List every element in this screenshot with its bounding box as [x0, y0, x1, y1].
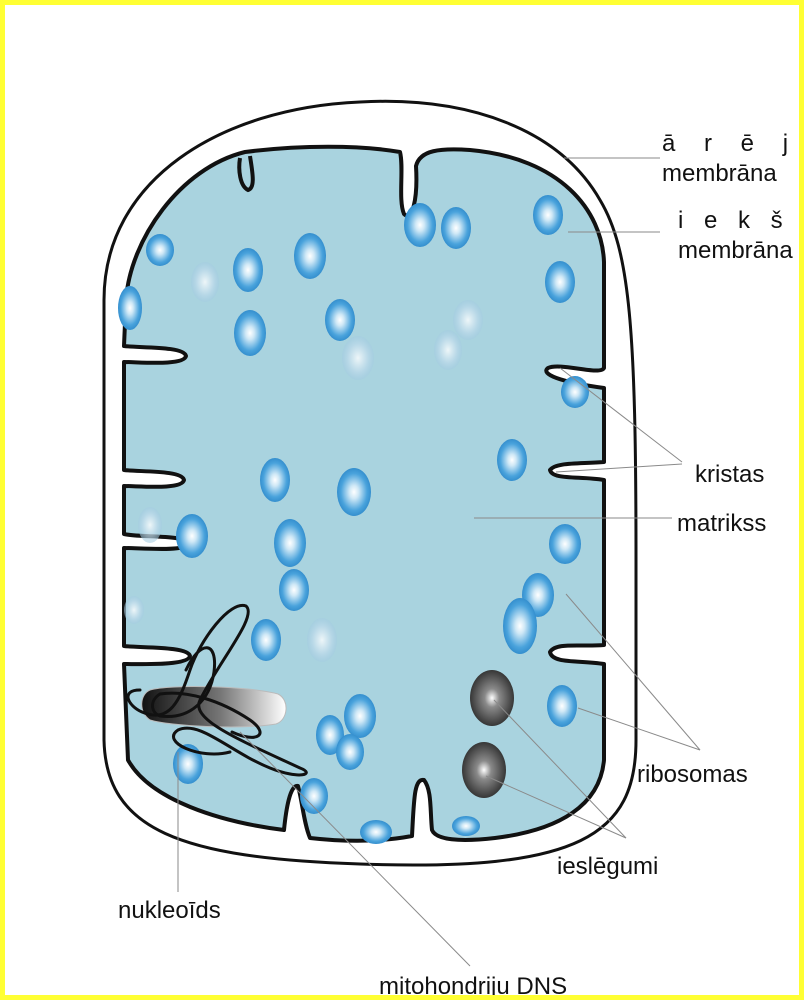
ribosome	[547, 685, 577, 727]
ribosome	[274, 519, 306, 567]
crista-top-left	[239, 156, 253, 190]
ribosome	[234, 310, 266, 356]
ribosome	[434, 330, 462, 370]
ribosome	[337, 468, 371, 516]
label-ribosomes: ribosomas	[637, 761, 748, 789]
label-outer-membrane-line1: ā r ē j ā	[662, 130, 799, 158]
ribosome	[549, 524, 581, 564]
ribosome	[325, 299, 355, 341]
ribosome	[336, 734, 364, 770]
ribosome	[344, 694, 376, 738]
ribosome	[453, 300, 483, 340]
label-inclusions: ieslēgumi	[557, 853, 658, 881]
ribosome	[191, 262, 219, 302]
ribosome	[138, 507, 162, 543]
ribosome	[533, 195, 563, 235]
label-inner-membrane-line2: membrāna	[678, 237, 793, 265]
ribosome	[545, 261, 575, 303]
inclusion	[470, 670, 514, 726]
label-inner-membrane-line1: i e k š ē j ā	[678, 207, 799, 235]
ribosome	[124, 596, 144, 624]
ribosome	[279, 569, 309, 611]
ribosome	[452, 816, 480, 836]
ribosome	[503, 598, 537, 654]
ribosome	[404, 203, 436, 247]
ribosome	[342, 336, 374, 380]
ribosome	[497, 439, 527, 481]
label-matrix: matrikss	[677, 510, 766, 538]
ribosome	[360, 820, 392, 844]
ribosome	[561, 376, 589, 408]
ribosome	[233, 248, 263, 292]
diagram-canvas: ā r ē j ā membrāna i e k š ē j ā membrān…	[5, 5, 799, 995]
ribosome	[294, 233, 326, 279]
ribosome	[146, 234, 174, 266]
ribosome	[441, 207, 471, 249]
ribosome	[260, 458, 290, 502]
ribosome	[176, 514, 208, 558]
label-nucleoid: nukleoīds	[118, 897, 221, 925]
inclusion	[462, 742, 506, 798]
ribosome	[251, 619, 281, 661]
label-outer-membrane-line2: membrāna	[662, 160, 777, 188]
ribosome	[307, 618, 337, 662]
label-cristae: kristas	[695, 461, 764, 489]
ribosome	[118, 286, 142, 330]
ribosome	[300, 778, 328, 814]
label-mito-dna: mitohondriju DNS	[379, 973, 567, 995]
